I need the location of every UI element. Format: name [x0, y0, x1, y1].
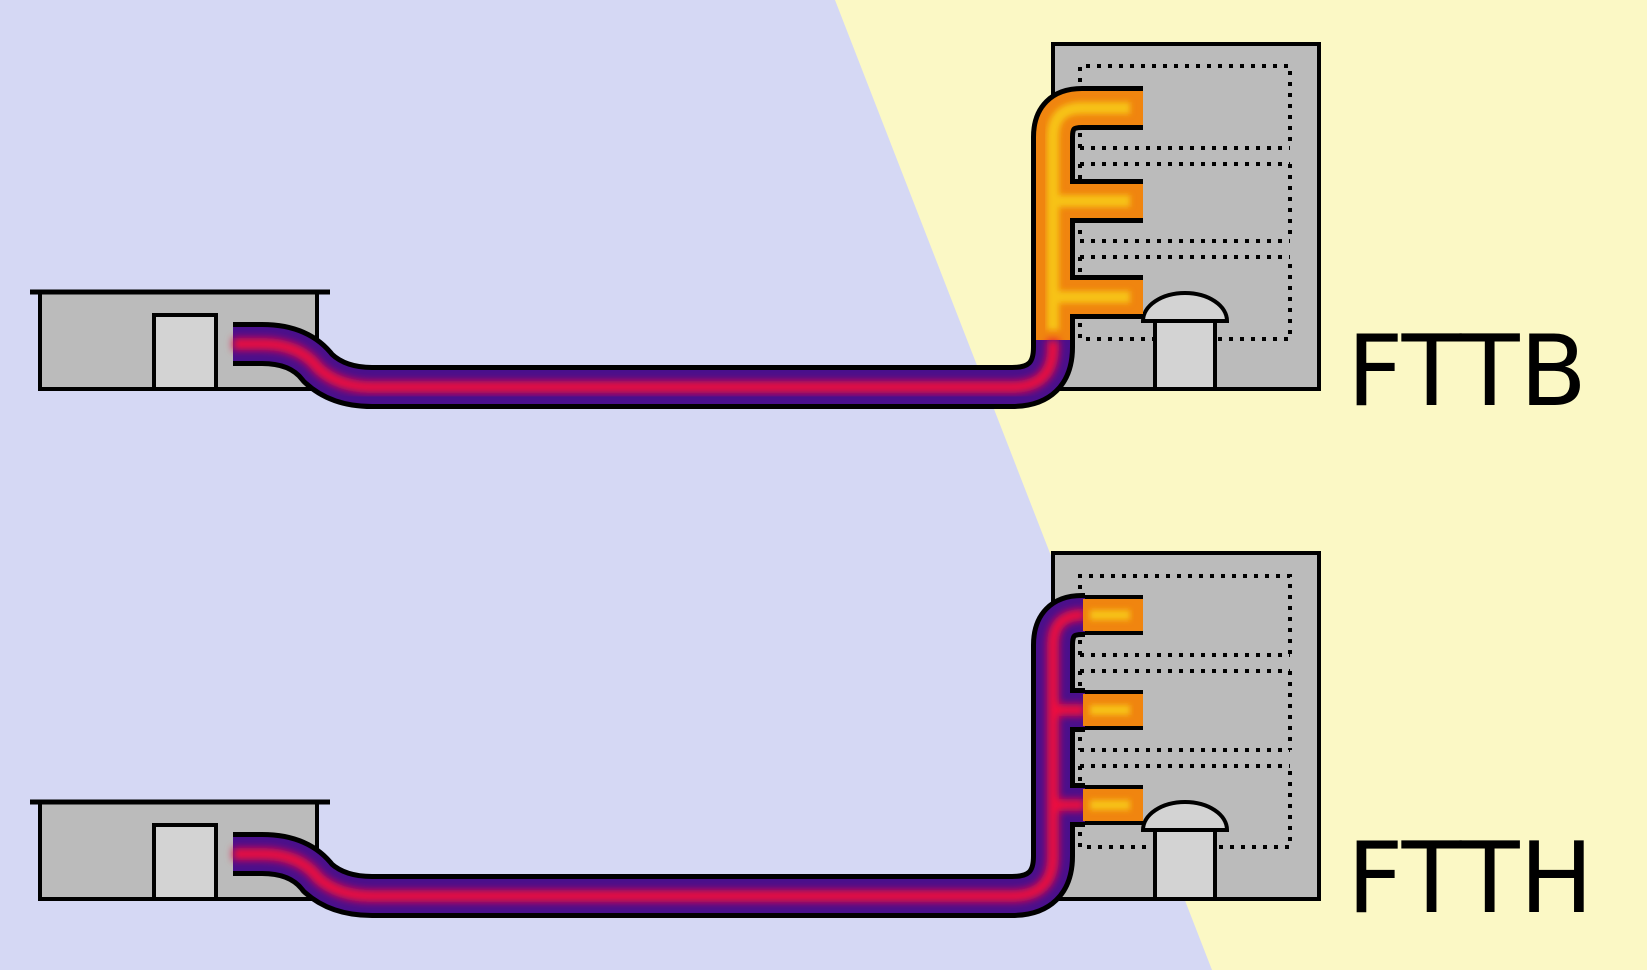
central-office-door [152, 823, 218, 901]
building-entrance [1140, 291, 1230, 391]
ftth-label: FTTH [1347, 822, 1593, 936]
ftth-diagram: FTTH [30, 551, 1593, 936]
central-office-door [152, 313, 218, 391]
copper-riser-cable [1031, 86, 1143, 345]
floor-divider-lines [1078, 574, 1292, 849]
fiber-to-home-cable [233, 593, 1085, 918]
building-entrance [1140, 800, 1230, 901]
apartment-copper-drops [1083, 595, 1143, 825]
fiber-trunk-cable [233, 322, 1075, 409]
central-office-building [30, 289, 330, 391]
provider-side-background [0, 0, 1212, 970]
fttb-diagram: FTTB [30, 42, 1587, 429]
fttb-label: FTTB [1347, 315, 1587, 429]
